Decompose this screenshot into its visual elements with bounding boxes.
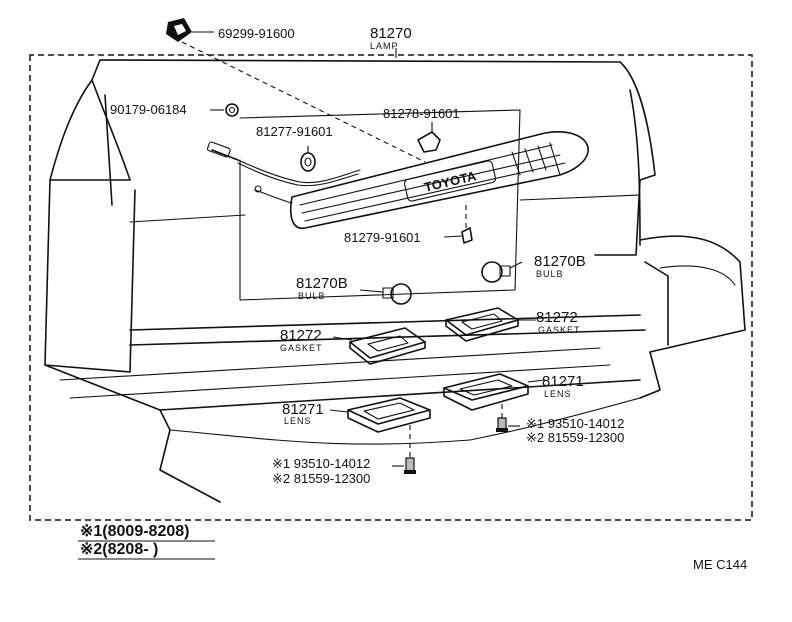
grommet-left <box>300 146 316 172</box>
lens-right-name: LENS <box>544 389 572 399</box>
lamp-assembly: TOYOTA <box>289 131 589 229</box>
legend-note-2: ※2(8208- ) <box>80 541 158 558</box>
clip-lower <box>443 205 473 244</box>
vehicle-body <box>44 59 746 503</box>
bulb-left-number: 81270B <box>296 275 348 292</box>
screw-left-label-2: ※2 81559-12300 <box>272 471 370 486</box>
lens-right-number: 81271 <box>542 373 584 390</box>
gasket-left-name: GASKET <box>280 343 323 353</box>
screw-right-label-1: ※1 93510-14012 <box>526 416 624 431</box>
lens-left-name: LENS <box>284 416 312 426</box>
bulb-right <box>481 261 523 283</box>
bulb-left <box>359 283 412 305</box>
grommet-right-label: 81278-91601 <box>383 106 460 121</box>
gasket-right-name: GASKET <box>538 325 581 335</box>
top-clip <box>166 18 426 163</box>
grommet-right <box>417 122 441 153</box>
screw-right <box>496 417 520 432</box>
emblem-plate <box>403 160 497 202</box>
gasket-right <box>445 307 536 342</box>
lens-left-number: 81271 <box>282 401 324 418</box>
wire-harness <box>206 141 361 204</box>
lens-right <box>443 373 545 418</box>
gasket-right-number: 81272 <box>536 309 578 326</box>
lamp-name: LAMP <box>370 41 399 51</box>
bulb-right-number: 81270B <box>534 253 586 270</box>
clip-lower-label: 81279-91601 <box>344 230 421 245</box>
screw-left <box>392 457 416 474</box>
emblem-text: TOYOTA <box>423 168 479 195</box>
bulb-left-name: BULB <box>298 291 326 301</box>
diagram-code: ME C144 <box>693 557 747 572</box>
nut-part <box>210 103 239 117</box>
lens-left <box>329 397 431 458</box>
screw-right-label-2: ※2 81559-12300 <box>526 430 624 445</box>
lamp-number: 81270 <box>370 25 412 42</box>
nut-label: 90179-06184 <box>110 102 187 117</box>
clip-top-label: 69299-91600 <box>218 26 295 41</box>
assembly-boundary <box>29 54 753 521</box>
legend-note-1: ※1(8009-8208) <box>80 523 189 540</box>
screw-left-label-1: ※1 93510-14012 <box>272 456 370 471</box>
gasket-left-number: 81272 <box>280 327 322 344</box>
gasket-left <box>332 327 426 365</box>
bulb-right-name: BULB <box>536 269 564 279</box>
grommet-left-label: 81277-91601 <box>256 124 333 139</box>
